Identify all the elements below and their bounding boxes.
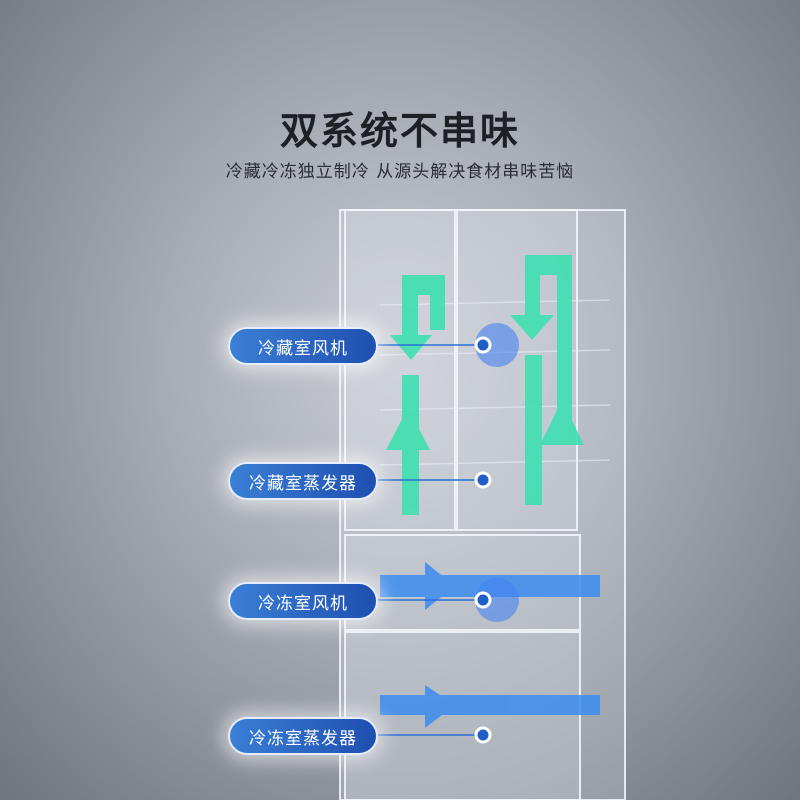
label-fridge-fan: 冷藏室风机 <box>228 327 378 365</box>
marker-dot <box>474 336 492 354</box>
subheadline: 冷藏冷冻独立制冷 从源头解决食材串味苦恼 <box>225 162 575 182</box>
fridge-fan-icon <box>475 323 519 367</box>
fridge-airflow-arrows <box>386 255 584 515</box>
marker-dot <box>474 591 492 609</box>
label-freezer-evaporator: 冷冻室蒸发器 <box>228 717 378 755</box>
label-fridge-evaporator: 冷藏室蒸发器 <box>228 462 378 500</box>
marker-dot <box>474 726 492 744</box>
marker-dot <box>474 471 492 489</box>
lower-drawer <box>344 631 581 800</box>
freezer-fan-icon <box>475 578 519 622</box>
headline: 双系统不串味 <box>279 109 520 153</box>
label-freezer-fan: 冷冻室风机 <box>228 582 378 620</box>
